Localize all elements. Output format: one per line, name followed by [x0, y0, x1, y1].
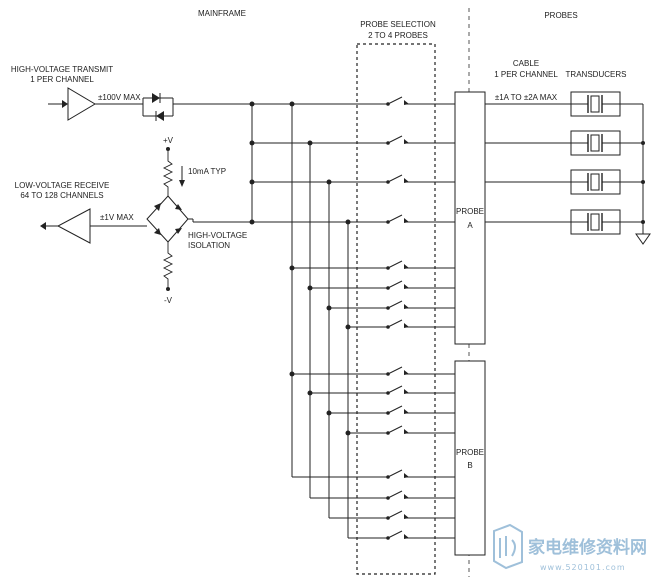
- receive-amplifier: [56, 208, 91, 244]
- analog-switch: [386, 366, 409, 376]
- probe-b-letter: B: [467, 461, 472, 470]
- hv-isolation-label-2: ISOLATION: [188, 241, 230, 250]
- probes-label: PROBES: [544, 11, 577, 20]
- transmit-input-arrow: [48, 100, 68, 108]
- transducer: [570, 169, 621, 195]
- analog-switch: [386, 319, 409, 329]
- bias-current-label: 10mA TYP: [188, 167, 226, 176]
- probe-a-box: [454, 91, 486, 345]
- transmit-diode-pair: [142, 93, 174, 121]
- analog-switch: [386, 135, 409, 145]
- probe-selection-box: [356, 43, 436, 575]
- analog-switch: [386, 280, 409, 290]
- diode-bridge: [146, 195, 189, 243]
- mainframe-label: MAINFRAME: [198, 9, 246, 18]
- transducers-label: TRANSDUCERS: [566, 70, 627, 79]
- hv-transmit-label: HIGH-VOLTAGE TRANSMIT: [11, 65, 113, 74]
- lv-receive-label: LOW-VOLTAGE RECEIVE: [15, 181, 110, 190]
- probe-selection-label: PROBE SELECTION: [360, 20, 436, 29]
- cable-wires: [485, 103, 571, 223]
- lv-receive-channels-label: 64 TO 128 CHANNELS: [20, 191, 103, 200]
- bottom-bias-resistor: [162, 242, 174, 287]
- bias-current-arrow: [179, 166, 185, 187]
- watermark-logo-icon: [493, 523, 523, 570]
- transducer: [570, 91, 621, 117]
- analog-switch: [386, 425, 409, 435]
- lv-max-label: ±1V MAX: [100, 213, 134, 222]
- analog-switch: [386, 490, 409, 500]
- watermark-url: www.520101.com: [540, 563, 626, 572]
- probe-selection-count-label: 2 TO 4 PROBES: [368, 31, 428, 40]
- analog-switch: [386, 300, 409, 310]
- analog-switch: [386, 530, 409, 540]
- minus-v-label: -V: [164, 296, 173, 305]
- hv-isolation-label: HIGH-VOLTAGE: [188, 231, 247, 240]
- transducers: [570, 91, 621, 235]
- plus-v-label: +V: [163, 136, 174, 145]
- top-bias-resistor: [162, 151, 174, 196]
- bus-lines: [251, 104, 349, 538]
- probe-a-letter: A: [467, 221, 473, 230]
- cable-channels-label: 1 PER CHANNEL: [494, 70, 558, 79]
- cable-label: CABLE: [513, 59, 539, 68]
- analog-switch: [386, 469, 409, 479]
- analog-switch: [386, 510, 409, 520]
- analog-switch: [386, 96, 409, 106]
- junction-dots-branches: [289, 265, 351, 436]
- analog-switch: [386, 260, 409, 270]
- watermark-text: 家电维修资料网: [528, 537, 647, 558]
- probe-b-box: [454, 360, 486, 556]
- ground-icon: [635, 233, 651, 245]
- receive-output-arrow: [40, 222, 58, 230]
- transducer: [570, 130, 621, 156]
- probe-b-label: PROBE: [456, 448, 484, 457]
- analog-switch: [386, 214, 409, 224]
- analog-switch: [386, 174, 409, 184]
- watermark: 家电维修资料网 www.520101.com: [493, 523, 647, 572]
- transducer: [570, 209, 621, 235]
- analog-switches: [386, 96, 409, 540]
- hv-transmit-channels-label: 1 PER CHANNEL: [30, 75, 94, 84]
- transmit-amplifier: [67, 87, 96, 121]
- analog-switch: [386, 405, 409, 415]
- ground-return: [620, 103, 645, 234]
- junction-dots-main: [249, 101, 351, 225]
- cable-current-label: ±1A TO ±2A MAX: [495, 93, 558, 102]
- switch-rows: [292, 267, 455, 539]
- hv-max-label: ±100V MAX: [98, 93, 141, 102]
- analog-switch: [386, 385, 409, 395]
- probe-a-label: PROBE: [456, 207, 484, 216]
